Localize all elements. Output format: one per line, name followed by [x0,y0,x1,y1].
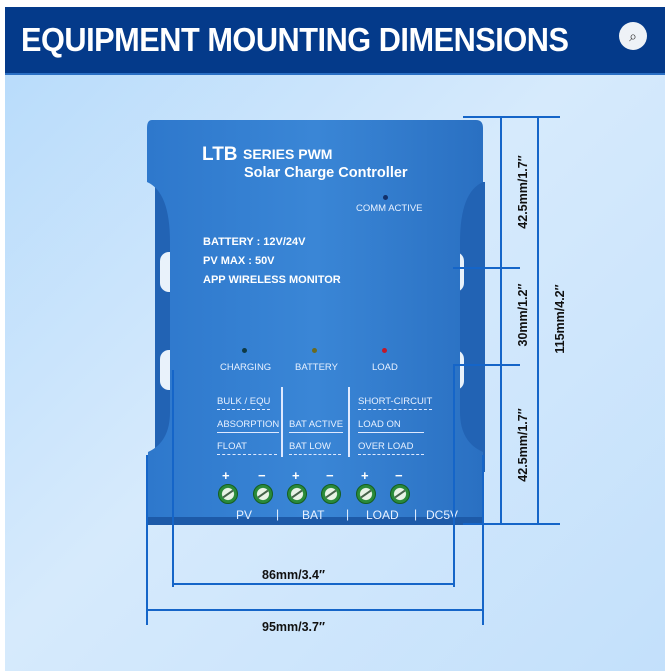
dim-line [146,455,148,625]
led-label-charging: CHARGING [220,362,272,373]
spec-app: APP WIRELESS MONITOR [203,274,341,286]
dim-bottom-section: 42.5mm/1.7″ [516,408,530,482]
status-bat-active: BAT ACTIVE [289,419,344,433]
dim-line [482,455,484,625]
spec-battery: BATTERY : 12V/24V [203,236,306,248]
divider [348,387,350,457]
dim-line [146,609,484,611]
load-plus: + [361,468,369,483]
separator: | [414,507,418,521]
dim-hole-width: 86mm/3.4″ [262,568,325,582]
dim-line [453,364,455,587]
status-short-circuit: SHORT-CIRCUIT [358,396,433,410]
dim-total-height: 115mm/4.2″ [553,284,567,354]
brand-label: LTB [202,144,238,165]
load-led [382,348,387,353]
bat-minus: − [326,468,334,483]
bat-plus: + [292,468,300,483]
status-load-on: LOAD ON [358,419,424,433]
terminal-label-bat: BAT [302,508,325,522]
pv-minus: − [258,468,266,483]
comm-led [383,195,388,200]
terminal-label-pv: PV [236,508,253,522]
dim-line [172,370,174,587]
pv-plus-terminal [218,484,238,504]
led-label-load: LOAD [372,362,398,373]
controller-body [147,120,485,525]
dim-top-section: 42.5mm/1.7″ [516,155,530,229]
terminal-label-load: LOAD [366,508,399,522]
dim-line [453,267,520,269]
bat-minus-terminal [321,484,341,504]
load-minus-terminal [390,484,410,504]
status-bulk: BULK / EQU [217,396,271,410]
status-float: FLOAT [217,441,277,455]
bat-plus-terminal [287,484,307,504]
dim-line [463,523,560,525]
dim-line [500,116,502,525]
dim-line [463,116,560,118]
led-label-battery: BATTERY [295,362,338,373]
charging-led [242,348,247,353]
status-absorption: ABSORPTION [217,419,280,433]
status-over-load: OVER LOAD [358,441,424,455]
status-bat-low: BAT LOW [289,441,341,455]
separator: | [346,507,350,521]
battery-led [312,348,317,353]
subtitle-label: Solar Charge Controller [244,165,408,181]
comm-label: COMM ACTIVE [356,203,423,214]
visual-search-icon[interactable]: ⌕ [619,22,647,50]
load-plus-terminal [356,484,376,504]
divider [281,387,283,457]
terminal-label-dc5v: DC5V [426,508,459,522]
dim-total-width: 95mm/3.7″ [262,620,325,634]
dim-line [537,116,539,525]
pv-minus-terminal [253,484,273,504]
load-minus: − [395,468,403,483]
spec-pv-max: PV MAX : 50V [203,255,275,267]
separator: | [276,507,280,521]
pv-plus: + [222,468,230,483]
dim-middle-section: 30mm/1.2″ [516,283,530,347]
dim-line [172,583,455,585]
banner-title: EQUIPMENT MOUNTING DIMENSIONS [21,21,569,58]
series-label: SERIES PWM [243,146,333,162]
dim-line [453,364,520,366]
header-banner: EQUIPMENT MOUNTING DIMENSIONS [5,7,665,75]
